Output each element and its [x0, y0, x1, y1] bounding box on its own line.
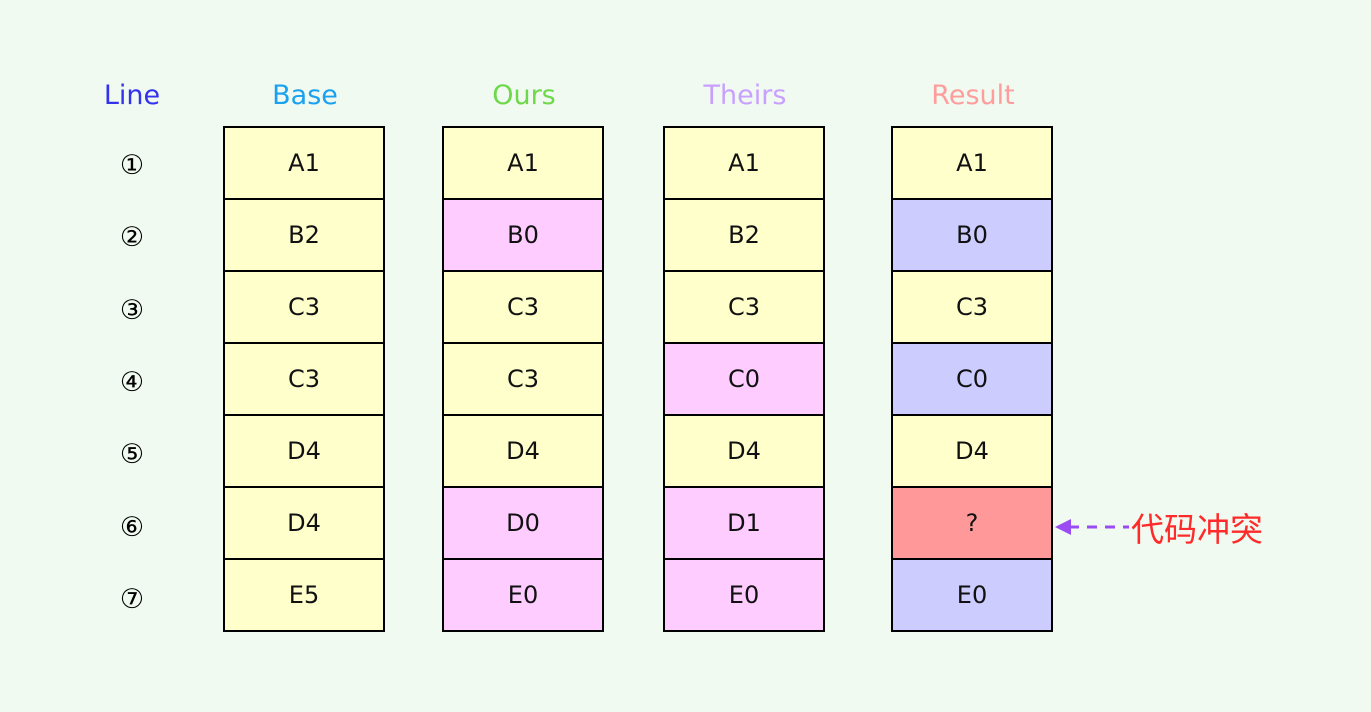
header-ours: Ours: [492, 80, 556, 111]
line-number: ③: [119, 294, 145, 326]
line-number: ②: [119, 222, 145, 254]
result-cell: D4: [893, 416, 1051, 486]
base-cell: C3: [225, 272, 383, 342]
result-cell: ?: [893, 488, 1051, 558]
result-cell: E0: [893, 560, 1051, 630]
ours-cell: D4: [444, 416, 602, 486]
base-cell: B2: [225, 200, 383, 270]
base-cell: E5: [225, 560, 383, 630]
theirs-cell: E0: [665, 560, 823, 630]
theirs-cell: A1: [665, 128, 823, 198]
conflict-arrow: [1053, 509, 1133, 545]
theirs-cell: C3: [665, 272, 823, 342]
theirs-cell: D4: [665, 416, 823, 486]
base-cell: A1: [225, 128, 383, 198]
line-number: ⑤: [119, 439, 145, 471]
line-number: ⑥: [119, 511, 145, 543]
ours-cell: A1: [444, 128, 602, 198]
header-base: Base: [272, 80, 338, 111]
line-number: ⑦: [119, 583, 145, 615]
result-cell: A1: [893, 128, 1051, 198]
ours-cell: C3: [444, 272, 602, 342]
theirs-cell: C0: [665, 344, 823, 414]
base-cell: D4: [225, 488, 383, 558]
header-result: Result: [931, 80, 1015, 111]
base-cell: D4: [225, 416, 383, 486]
result-cell: C0: [893, 344, 1051, 414]
ours-cell: E0: [444, 560, 602, 630]
result-cell: C3: [893, 272, 1051, 342]
base-cell: C3: [225, 344, 383, 414]
theirs-cell: B2: [665, 200, 823, 270]
line-number: ④: [119, 366, 145, 398]
ours-cell: B0: [444, 200, 602, 270]
conflict-label: 代码冲突: [1131, 510, 1263, 549]
header-theirs: Theirs: [703, 80, 787, 111]
ours-cell: C3: [444, 344, 602, 414]
result-cell: B0: [893, 200, 1051, 270]
line-number: ①: [119, 150, 145, 181]
header-line: Line: [103, 80, 161, 111]
theirs-cell: D1: [665, 488, 823, 558]
ours-cell: D0: [444, 488, 602, 558]
